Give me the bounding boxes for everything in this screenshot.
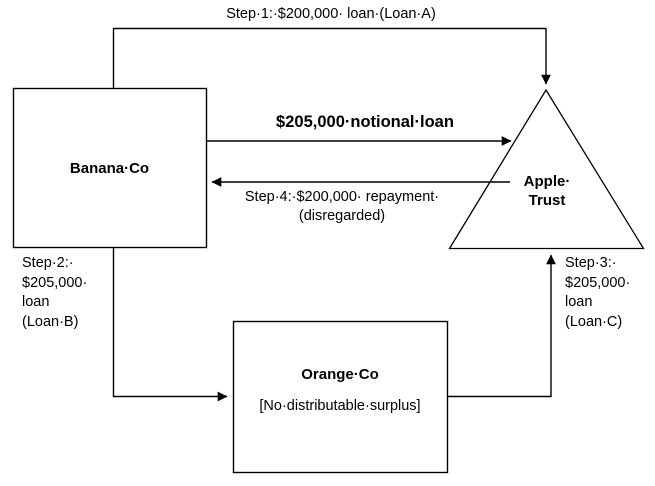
apple-trust-triangle (448, 88, 645, 250)
step3-edge-label: Step·3:· $205,000· loan (Loan·C) (565, 254, 655, 332)
orange-co-label: Orange·Co (301, 366, 379, 383)
step3-edge-label-line1: Step·3:· (565, 255, 617, 271)
apple-trust-label: Apple· Trust (497, 172, 597, 210)
step2-edge-label-line1: Step·2:· (22, 255, 74, 271)
step3-connector (447, 254, 556, 398)
apple-trust-label-line1: Apple· (523, 173, 571, 190)
step4-edge-label-line2: (disregarded) (298, 208, 386, 224)
step2-edge-label-line3: loan (22, 294, 50, 310)
step1-edge-label: Step·1:·$200,000· loan·(Loan·A) (226, 6, 436, 22)
orange-co-box (232, 320, 449, 474)
orange-co-subtitle: [No·distributable·surplus] (259, 398, 421, 414)
banana-co-box (12, 87, 208, 249)
step4-edge-label-line1: Step·4:·$200,000· repayment· (244, 189, 440, 205)
banana-co-label: Banana·Co (69, 160, 150, 177)
apple-trust-label-line2: Trust (528, 192, 566, 209)
step4-edge-label: Step·4:·$200,000· repayment· (disregarded… (222, 188, 462, 226)
step3-edge-label-line2: $205,000· (565, 274, 631, 291)
step2-edge-label-line2: $205,000· (22, 274, 88, 291)
step3-edge-label-line3: loan (565, 294, 593, 310)
step1-connector (112, 27, 551, 89)
step3-edge-label-line4: (Loan·C) (565, 313, 623, 330)
notional-loan-edge-label: $205,000·notional·loan (276, 113, 454, 131)
step2-edge-label: Step·2:· $205,000· loan (Loan·B) (22, 254, 118, 332)
step2-connector (112, 247, 228, 402)
step2-edge-label-line4: (Loan·B) (22, 313, 79, 330)
